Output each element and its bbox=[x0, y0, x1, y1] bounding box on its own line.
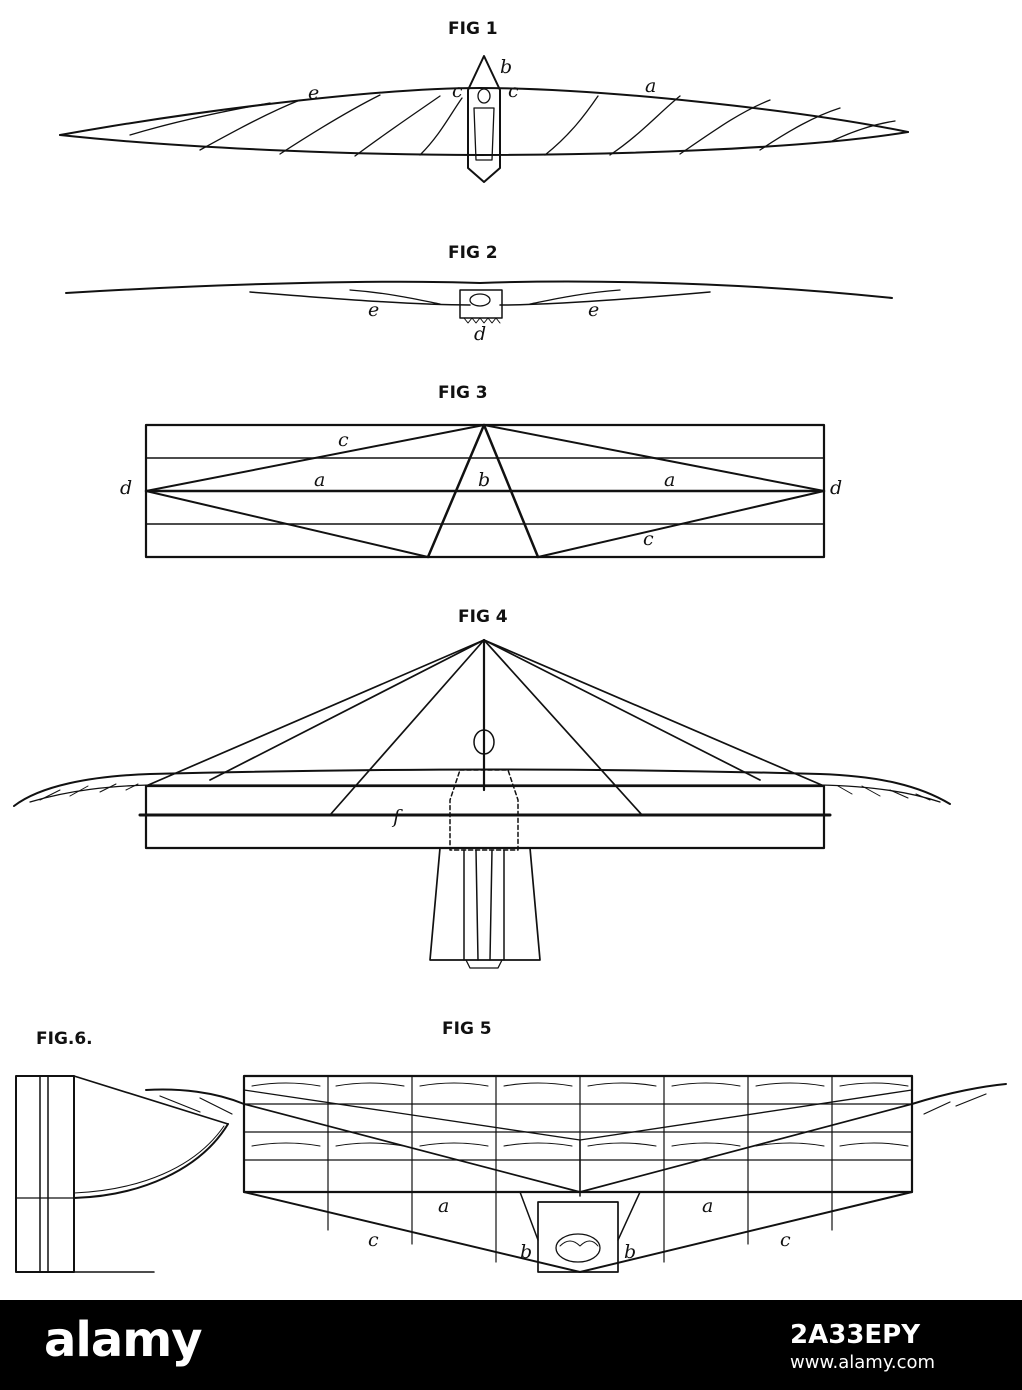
fig5-label-a-right: a bbox=[702, 1195, 713, 1217]
fig1-label-a: a bbox=[645, 75, 656, 97]
fig5-label-a-left: a bbox=[438, 1195, 449, 1217]
fig2-label-d: d bbox=[474, 323, 486, 345]
fig4-title: FIG 4 bbox=[458, 607, 508, 627]
fig1-wing bbox=[59, 55, 909, 183]
fig5: FIG 5 bbox=[145, 1019, 1007, 1273]
fig1-label-c-right: c bbox=[508, 80, 519, 102]
fig3-label-b: b bbox=[478, 469, 490, 491]
fig2: FIG 2 e e d bbox=[65, 243, 893, 345]
fig6: FIG.6. bbox=[15, 1029, 229, 1273]
fig3-plan bbox=[144, 423, 826, 559]
fig1-label-e: e bbox=[308, 82, 319, 104]
fig2-label-e-left: e bbox=[368, 299, 379, 321]
fig3-label-a-right: a bbox=[664, 469, 675, 491]
fig1-label-c-left: c bbox=[452, 80, 463, 102]
fig3-label-d-left: d bbox=[120, 477, 132, 499]
fig5-rear-view bbox=[145, 1074, 1007, 1273]
watermark-footer: alamy 2A33EPY www.alamy.com bbox=[0, 1300, 1022, 1390]
fig3-label-c-top: c bbox=[338, 429, 349, 451]
fig3-label-a-left: a bbox=[314, 469, 325, 491]
fig6-title: FIG.6. bbox=[36, 1029, 93, 1049]
fig2-title: FIG 2 bbox=[448, 243, 498, 263]
fig5-label-c-left: c bbox=[368, 1229, 379, 1251]
fig6-side-view bbox=[15, 1075, 229, 1273]
fig5-label-c-right: c bbox=[780, 1229, 791, 1251]
fig4-label-f: f bbox=[391, 806, 403, 828]
fig1-label-b: b bbox=[500, 56, 512, 78]
fig5-title: FIG 5 bbox=[442, 1019, 492, 1039]
fig3: FIG 3 c c a a b d d bbox=[120, 383, 842, 559]
alamy-logo: alamy bbox=[44, 1312, 203, 1368]
fig3-label-d-right: d bbox=[830, 477, 842, 499]
site-url-text: www.alamy.com bbox=[790, 1352, 936, 1373]
fig3-label-c-bottom: c bbox=[643, 528, 654, 550]
fig1: FIG 1 a b c c e bbox=[59, 19, 909, 183]
image-id-text: 2A33EPY bbox=[790, 1320, 921, 1350]
fig5-label-b-right: b bbox=[624, 1241, 636, 1263]
patent-drawing: FIG 1 a b c c e FIG 2 bbox=[13, 19, 1007, 1273]
fig1-title: FIG 1 bbox=[448, 19, 498, 39]
fig2-label-e-right: e bbox=[588, 299, 599, 321]
fig3-title: FIG 3 bbox=[438, 383, 488, 403]
fig4: FIG 4 f bbox=[13, 607, 951, 969]
fig4-front-view bbox=[13, 638, 951, 969]
fig2-wing bbox=[65, 280, 893, 324]
fig5-label-b-left: b bbox=[520, 1241, 532, 1263]
